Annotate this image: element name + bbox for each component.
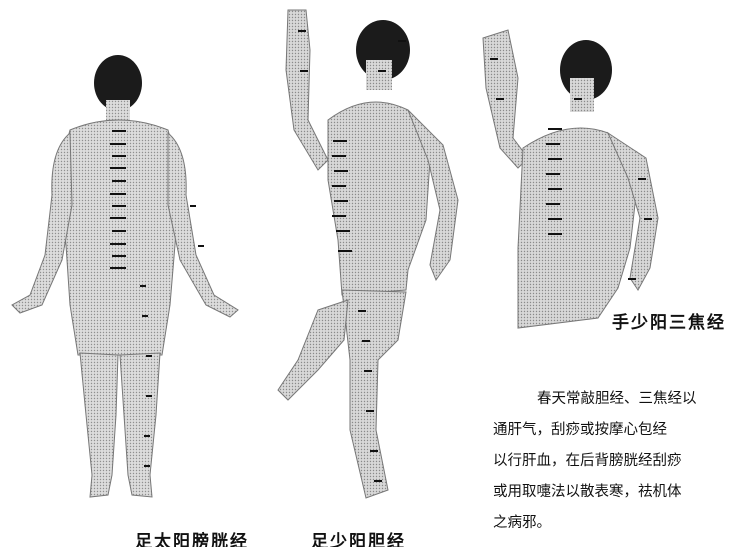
gallbladder-meridian-figure	[258, 10, 473, 515]
caption-line: 春天常敲胆经、三焦经以	[493, 384, 751, 415]
caption-text: 春天常敲胆经、三焦经以 通肝气，刮痧或按摩心包经 以行肝血，在后背膀胱经刮痧 或…	[493, 384, 751, 539]
caption-line: 或用取嚏法以散表寒，祛机体	[493, 477, 751, 508]
triple-burner-meridian-label: 手少阳三焦经	[612, 308, 726, 333]
caption-line: 之病邪。	[493, 508, 751, 539]
caption-line: 以行肝血，在后背膀胱经刮痧	[493, 446, 751, 477]
bladder-meridian-label: 足太阳膀胱经	[135, 527, 249, 547]
torso-shape	[328, 102, 430, 295]
caption-line: 通肝气，刮痧或按摩心包经	[493, 415, 751, 446]
gallbladder-meridian-label: 足少阳胆经	[311, 527, 406, 547]
bladder-meridian-figure	[0, 55, 260, 505]
triple-burner-meridian-figure	[478, 28, 718, 334]
